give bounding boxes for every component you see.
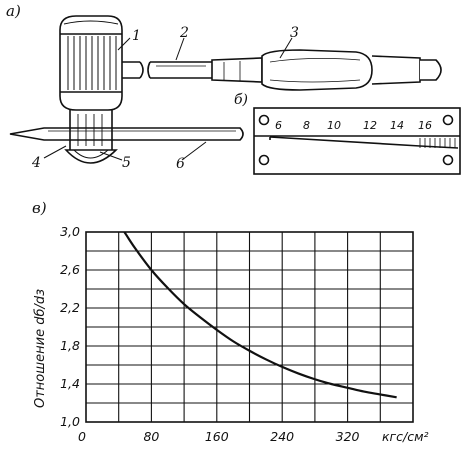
x-axis-unit: кгс/см² — [382, 429, 429, 444]
x-tick-label: 0 — [78, 429, 86, 444]
series-curve — [123, 231, 397, 399]
callout-4: 4 — [32, 155, 41, 171]
scale-number-16: 16 — [418, 119, 432, 132]
scale-number-12: 12 — [363, 119, 377, 132]
hammer-head — [59, 15, 123, 111]
callout-2: 2 — [180, 25, 189, 41]
y-tick-label: 1,4 — [60, 376, 80, 391]
y-axis-label: Отношение dб/dз — [33, 289, 48, 408]
scale-number-6: 6 — [275, 119, 282, 132]
y-tick-label: 2,6 — [60, 262, 80, 277]
callout-3: 3 — [290, 25, 299, 41]
y-tick-label: 2,2 — [60, 300, 80, 315]
callout-5: 5 — [122, 155, 131, 171]
scale-number-10: 10 — [327, 119, 341, 132]
punch-rod — [9, 127, 244, 141]
x-tick-label: 80 — [143, 429, 159, 444]
panel-label-v: в) — [32, 199, 47, 217]
leader-lines — [43, 37, 293, 161]
x-tick-label: 240 — [270, 429, 294, 444]
chart-frame — [85, 231, 414, 423]
x-tick-label: 320 — [336, 429, 360, 444]
y-tick-labels: 1,0 1,4 1,8 2,2 2,6 3,0 — [60, 224, 80, 429]
x-tick-labels: 0 80 160 240 320 — [78, 429, 360, 444]
panel-label-b: б) — [234, 92, 249, 108]
y-tick-label: 3,0 — [60, 224, 80, 239]
chart-grid — [86, 232, 413, 422]
rod — [147, 61, 212, 79]
scale-number-14: 14 — [390, 119, 404, 132]
y-tick-label: 1,8 — [60, 338, 80, 353]
panel-label-a: а) — [6, 2, 21, 20]
scale-number-8: 8 — [303, 119, 310, 132]
gauge-plate: 6 8 10 12 14 16 — [253, 107, 461, 175]
y-tick-label: 1,0 — [60, 414, 80, 429]
handle — [211, 49, 442, 91]
callout-1: 1 — [132, 28, 141, 44]
callout-6: 6 — [176, 156, 185, 172]
x-tick-label: 160 — [205, 429, 229, 444]
